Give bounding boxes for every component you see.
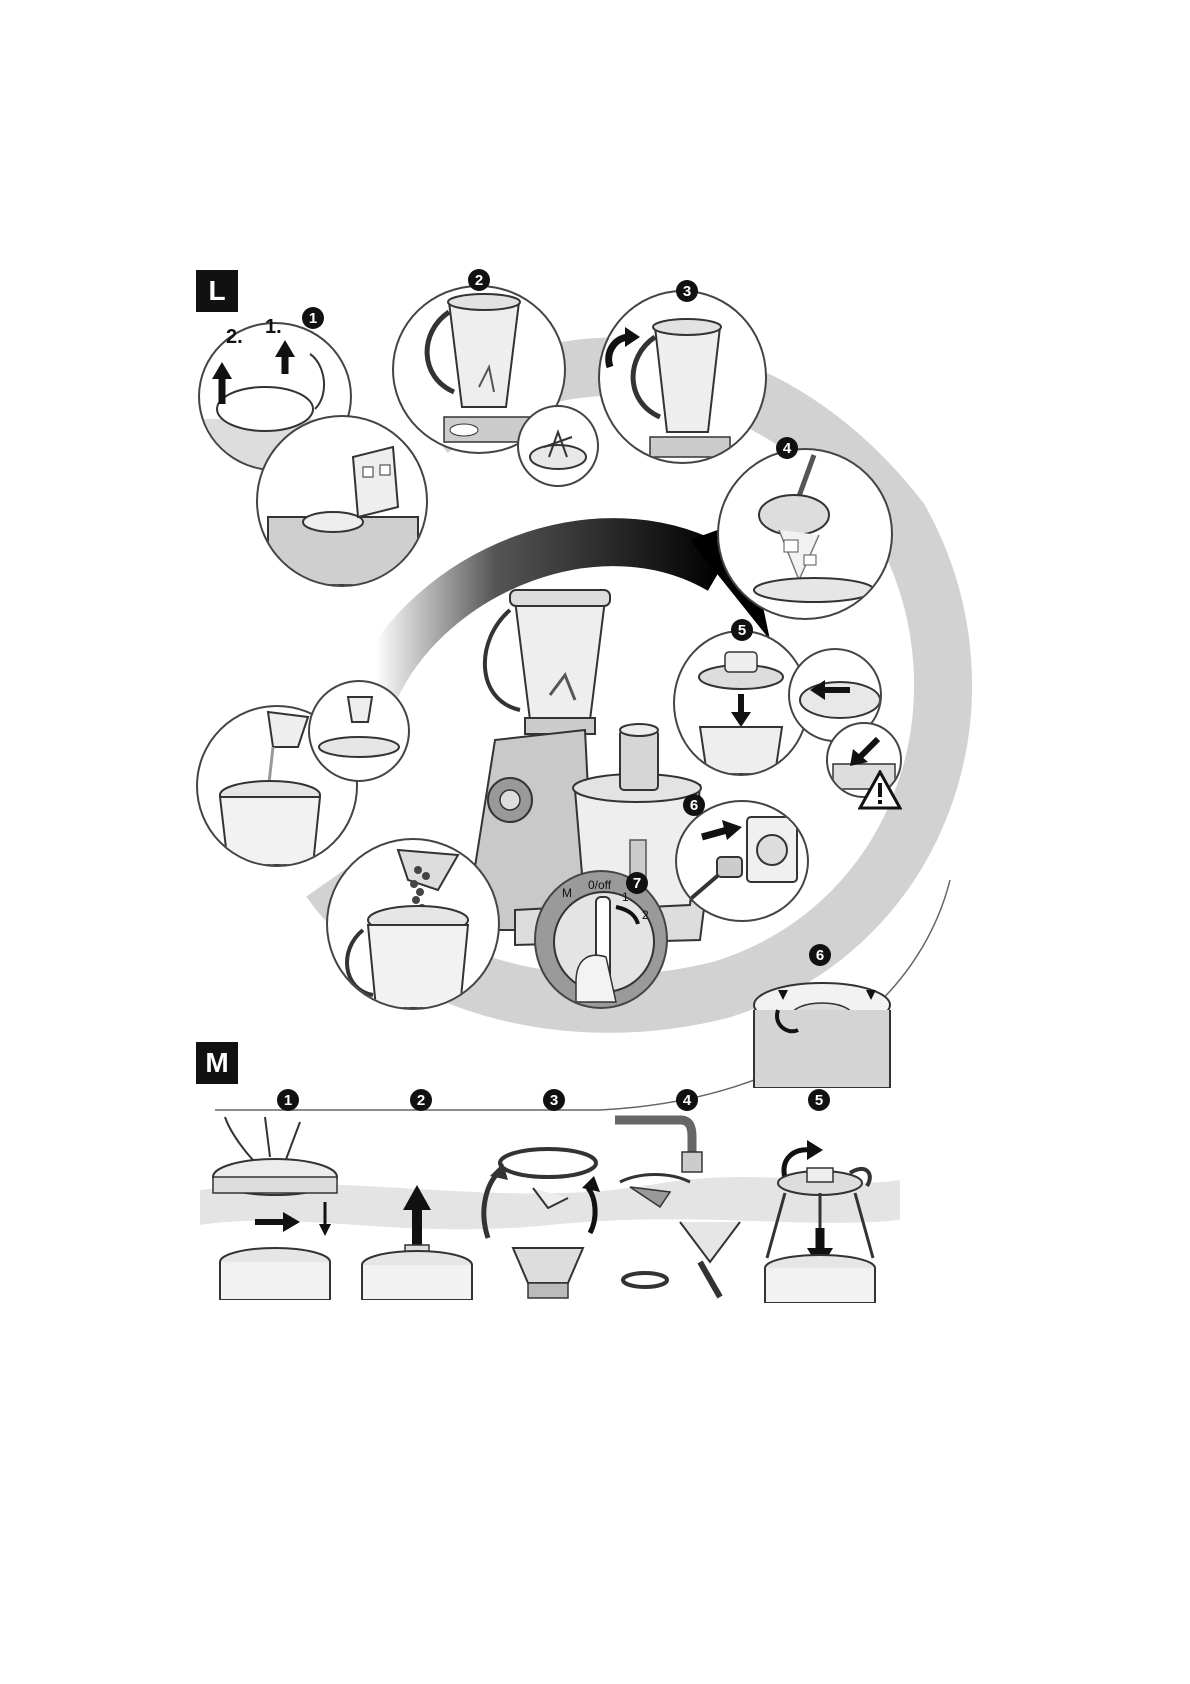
step-1-label-1: 1.	[265, 316, 282, 339]
step-badge-l-3: 3	[676, 280, 698, 302]
step-badge-l-4: 4	[776, 437, 798, 459]
m-step-2-illustration	[355, 1160, 485, 1300]
step-badge-l-5: 5	[731, 619, 753, 641]
step-badge-m-3: 3	[543, 1089, 565, 1111]
step-badge-l-6-detail: 6	[809, 944, 831, 966]
vignette-step-3	[598, 290, 767, 464]
step-badge-l-6: 6	[683, 794, 705, 816]
vignette-add-ingredients	[326, 838, 500, 1010]
dial-label-2: 2	[642, 908, 649, 922]
vignette-open-lid	[256, 415, 428, 587]
dial-label-m: M	[562, 886, 572, 900]
m-step-5-illustration	[755, 1128, 895, 1303]
vignette-step-4	[717, 448, 893, 620]
warning-icon	[858, 770, 902, 810]
step-badge-m-5: 5	[808, 1089, 830, 1111]
vignette-measuring-cup	[308, 680, 410, 782]
vignette-blade-detail	[517, 405, 599, 487]
m-step-3-illustration	[478, 1128, 618, 1303]
step-badge-m-2: 2	[410, 1089, 432, 1111]
dial-label-1: 1	[622, 890, 629, 904]
m-step-1-illustration	[205, 1112, 345, 1300]
dial-label-off: 0/off	[588, 878, 611, 892]
vignette-step-6	[675, 800, 809, 922]
step-1-label-2: 2.	[226, 326, 243, 349]
step-badge-m-1: 1	[277, 1089, 299, 1111]
blender-base-detail	[748, 970, 896, 1088]
step-badge-l-1: 1	[302, 307, 324, 329]
m-step-4-illustration	[610, 1112, 750, 1302]
step-badge-l-2: 2	[468, 269, 490, 291]
step-badge-m-4: 4	[676, 1089, 698, 1111]
step-badge-l-7: 7	[626, 872, 648, 894]
section-m-tag: M	[196, 1042, 238, 1084]
